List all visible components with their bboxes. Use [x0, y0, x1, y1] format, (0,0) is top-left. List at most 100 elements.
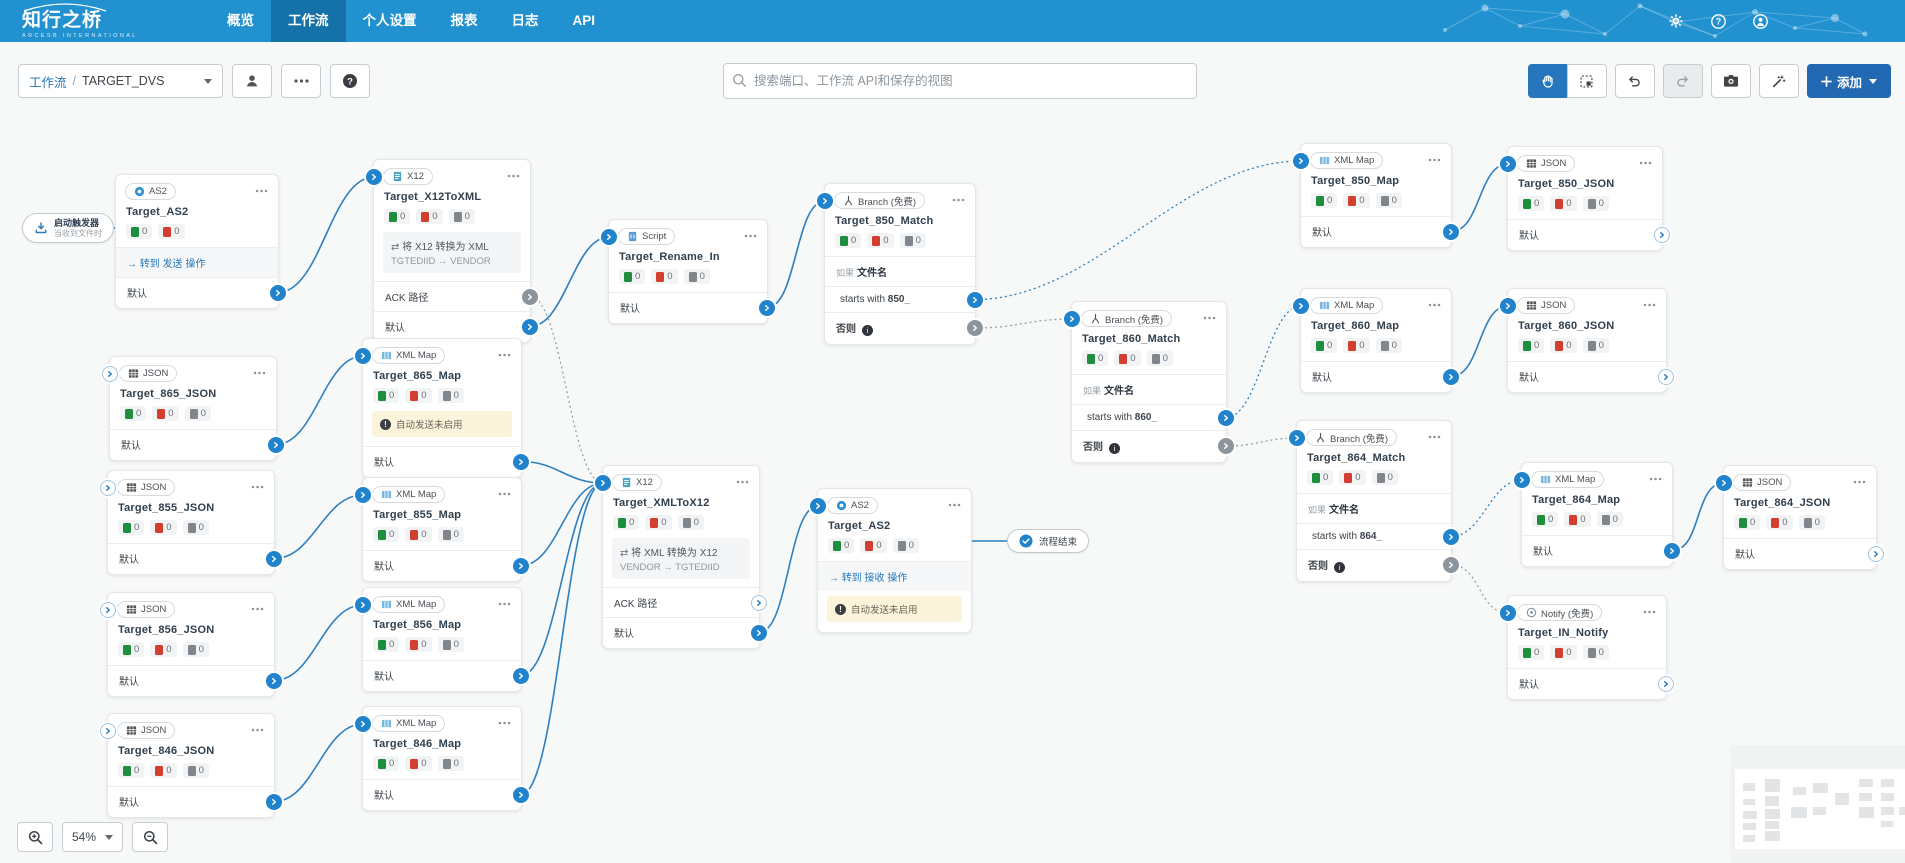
output-port[interactable]: [967, 291, 983, 308]
output-port[interactable]: [1218, 438, 1234, 454]
nav-item-0[interactable]: 概览: [227, 13, 254, 28]
output-port[interactable]: [1218, 409, 1234, 426]
output-port[interactable]: [522, 318, 538, 335]
node-menu-button[interactable]: [952, 193, 965, 205]
node-menu-button[interactable]: [507, 169, 520, 181]
zoom-out-button[interactable]: [132, 822, 169, 852]
nav-item-3[interactable]: 报表: [450, 13, 478, 28]
user-account-icon[interactable]: [1751, 12, 1769, 30]
workflow-breadcrumb-select[interactable]: 工作流 / TARGET_DVS: [18, 64, 223, 98]
input-port[interactable]: [102, 366, 118, 382]
input-port[interactable]: [817, 193, 833, 209]
node-menu-button[interactable]: [1643, 298, 1656, 310]
node-menu-button[interactable]: [1428, 430, 1441, 442]
minimap-viewport[interactable]: [1735, 769, 1905, 849]
input-port[interactable]: [1500, 605, 1516, 621]
input-port[interactable]: [601, 229, 617, 245]
output-port[interactable]: [1658, 368, 1674, 385]
node-menu-button[interactable]: [1639, 156, 1652, 168]
settings-gear-icon[interactable]: [1667, 12, 1685, 30]
more-options-button[interactable]: [281, 64, 321, 98]
input-port[interactable]: [1293, 298, 1309, 314]
output-port[interactable]: [513, 557, 529, 574]
output-port[interactable]: [513, 667, 529, 684]
input-port[interactable]: [810, 498, 826, 514]
input-port[interactable]: [355, 348, 371, 364]
output-port[interactable]: [1664, 542, 1680, 559]
output-port[interactable]: [270, 284, 286, 301]
add-button[interactable]: 添加: [1806, 64, 1891, 98]
output-port[interactable]: [1443, 368, 1459, 385]
input-port[interactable]: [1716, 475, 1732, 491]
node-menu-button[interactable]: [255, 184, 268, 196]
goto-action-link[interactable]: → 转到 发送 操作: [116, 247, 278, 277]
input-port[interactable]: [355, 597, 371, 613]
zoom-level-select[interactable]: 54%: [62, 822, 124, 852]
input-port[interactable]: [1064, 311, 1080, 327]
output-port[interactable]: [1443, 528, 1459, 545]
output-port[interactable]: [1443, 223, 1459, 240]
help-icon[interactable]: ?: [1709, 12, 1727, 30]
input-port[interactable]: [100, 723, 116, 739]
output-port[interactable]: [1443, 557, 1459, 573]
node-menu-button[interactable]: [498, 487, 511, 499]
input-port[interactable]: [1500, 298, 1516, 314]
output-port[interactable]: [751, 624, 767, 641]
node-menu-button[interactable]: [1643, 605, 1656, 617]
node-menu-button[interactable]: [1649, 472, 1662, 484]
input-port[interactable]: [366, 169, 382, 185]
node-menu-button[interactable]: [948, 498, 961, 510]
output-port[interactable]: [1658, 675, 1674, 692]
profiles-button[interactable]: [232, 64, 272, 98]
node-menu-button[interactable]: [736, 475, 749, 487]
output-port[interactable]: [513, 786, 529, 803]
input-port[interactable]: [100, 480, 116, 496]
node-menu-button[interactable]: [253, 366, 266, 378]
output-port[interactable]: [1868, 545, 1884, 562]
node-menu-button[interactable]: [251, 602, 264, 614]
zoom-in-button[interactable]: [17, 822, 53, 852]
output-port[interactable]: [967, 320, 983, 336]
pan-tool-button[interactable]: [1527, 64, 1568, 98]
node-menu-button[interactable]: [1428, 153, 1441, 165]
node-menu-button[interactable]: [498, 348, 511, 360]
goto-action-link[interactable]: → 转到 接收 操作: [818, 561, 971, 591]
minimap[interactable]: [1730, 745, 1905, 863]
nav-item-4[interactable]: 日志: [511, 13, 539, 28]
nav-item-1[interactable]: 工作流: [271, 0, 346, 42]
node-menu-button[interactable]: [251, 480, 264, 492]
redo-button[interactable]: [1662, 64, 1703, 98]
auto-arrange-button[interactable]: [1758, 64, 1799, 98]
output-port[interactable]: [268, 436, 284, 453]
node-menu-button[interactable]: [498, 716, 511, 728]
input-port[interactable]: [1514, 472, 1530, 488]
output-port[interactable]: [522, 288, 538, 305]
input-port[interactable]: [355, 716, 371, 732]
nav-item-2[interactable]: 个人设置: [362, 13, 417, 28]
input-port[interactable]: [355, 487, 371, 503]
node-menu-button[interactable]: [1428, 298, 1441, 310]
start-trigger[interactable]: 启动触发器当收到文件时: [22, 213, 114, 244]
node-menu-button[interactable]: [251, 723, 264, 735]
output-port[interactable]: [266, 550, 282, 567]
output-port[interactable]: [266, 672, 282, 689]
input-port[interactable]: [1289, 430, 1305, 446]
output-port[interactable]: [513, 453, 529, 470]
